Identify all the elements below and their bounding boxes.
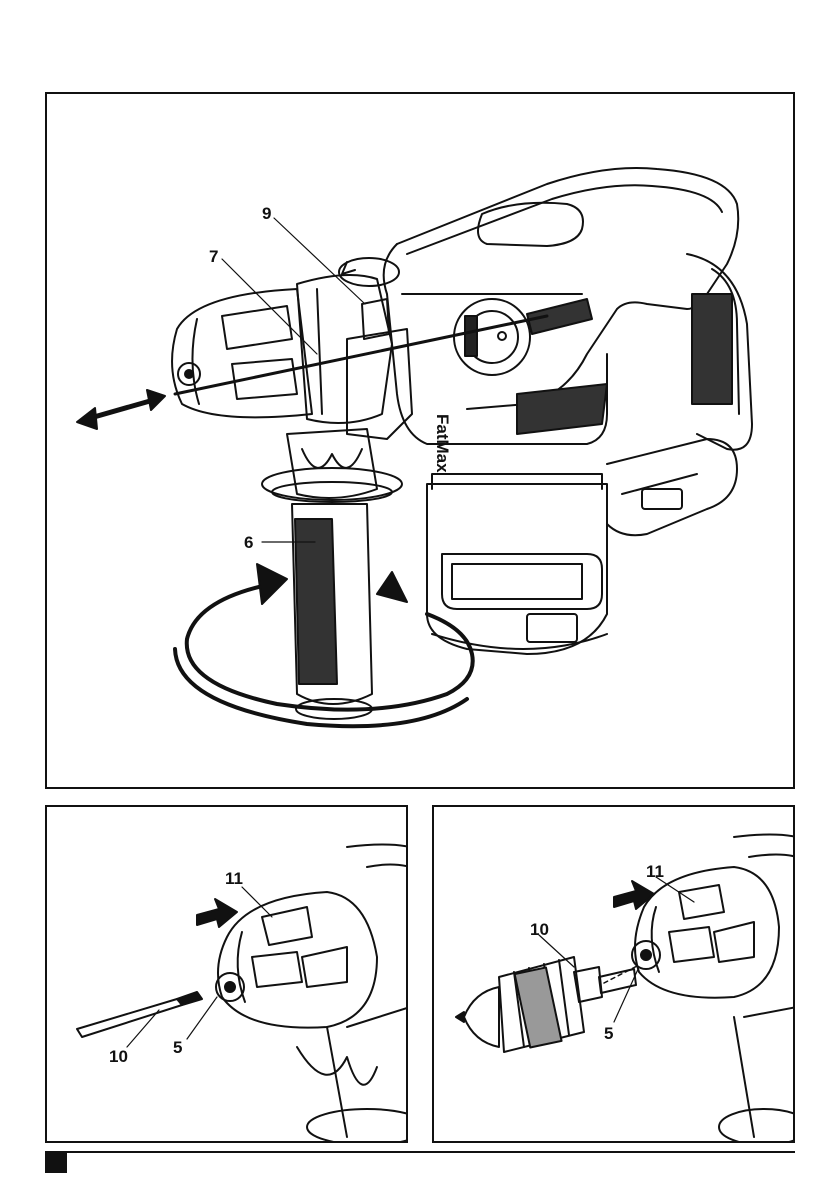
bit-insertion-illustration: 11 10 5 [47,807,408,1143]
figure-b-panel: 11 10 5 [45,805,408,1143]
brand-text: FatMax [433,414,452,473]
callout-5: 5 [604,1024,613,1043]
hammer-illustration: FatMax 9 7 6 [47,94,795,789]
callout-10: 10 [530,920,549,939]
callout-7: 7 [209,247,218,266]
callout-11: 11 [225,869,243,888]
callout-5: 5 [173,1038,182,1057]
callout-11: 11 [646,862,664,881]
footer-rule [67,1151,795,1153]
figure-c-panel: 11 10 5 [432,805,795,1143]
figure-a-panel: FatMax 9 7 6 [45,92,795,789]
page-marker-block [45,1151,67,1173]
callout-10: 10 [109,1047,128,1066]
callout-6: 6 [244,533,253,552]
callout-9: 9 [262,204,271,223]
chuck-adaptor-illustration: 11 10 5 [434,807,795,1143]
